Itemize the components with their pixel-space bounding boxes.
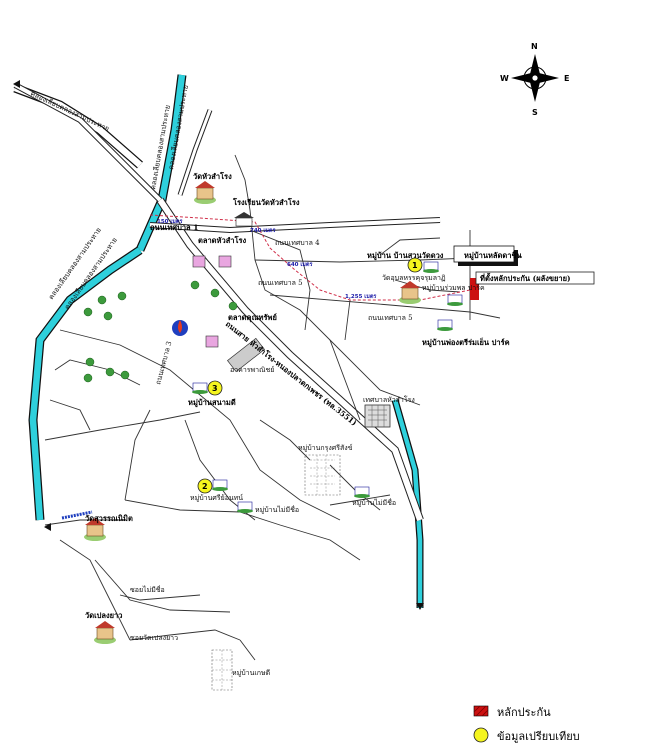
end-arrows <box>13 80 424 610</box>
label-market: ตลาดหัวสำโรง <box>198 235 247 245</box>
temple-icon <box>399 281 421 304</box>
label-wat-sawan: วัดสุวรรณนิมิต <box>85 514 133 523</box>
legend-pillar-label: หลักประกัน <box>497 706 551 719</box>
label-school: โรงเรียนวัดหัวสำโรง <box>232 197 300 207</box>
marker-number: 2 <box>202 482 208 491</box>
tree-icons <box>83 280 238 383</box>
roads-thin <box>44 154 521 661</box>
compass-n: N <box>531 42 538 51</box>
temple-icon <box>94 621 116 644</box>
distance-label: 150 เมตร <box>157 218 182 225</box>
label-road-thesaban3: ถนนเทศบาล 3 <box>154 340 173 385</box>
temple-icon <box>84 518 106 541</box>
distance-label: 640 เมตร <box>287 261 312 268</box>
comparable-marker-2: 2 <box>197 478 213 494</box>
label-village-mai-sue2: หมู่บ้านไม่มีชื่อ <box>352 498 396 507</box>
market-icon <box>192 255 232 348</box>
compass-w: W <box>500 74 509 83</box>
label-road-thesaban4: ถนนเทศบาล 4 <box>275 239 320 247</box>
village-grid-1 <box>304 454 341 496</box>
comparable-marker-1: 1 <box>407 257 423 273</box>
gas-station-icon <box>172 320 188 336</box>
label-temple-ubon: วัดอุบลหรรคุจรุมลาฏิ <box>382 274 446 282</box>
label-road-thesaban1: ถนนเทศบาล 1 <box>150 223 198 232</box>
bridge-marks <box>61 510 93 520</box>
compass-s: S <box>532 108 538 117</box>
label-soi-mai-sue: ซอยไม่มีชื่อ <box>130 585 165 594</box>
pillar-marker <box>470 278 479 300</box>
school-icon <box>234 212 254 227</box>
distance-label: 1,255 เมตร <box>345 293 376 300</box>
temple-icon <box>194 181 216 204</box>
building-hattasin <box>453 245 518 266</box>
legend-comparable: ข้อมูลเปรียบเทียบ <box>473 727 580 743</box>
label-village-sanamdee: หมู่บ้านสนามดี <box>188 398 236 408</box>
marker-number: 3 <box>212 384 218 393</box>
roads-double <box>13 82 441 522</box>
label-pillar-site: ที่ตั้งหลักประกัน (ผลังขยาย) <box>480 272 571 283</box>
canal-left <box>28 246 143 521</box>
label-wat-plong-yao: วัดเปลงยาว <box>85 611 122 620</box>
legend: หลักประกัน ข้อมูลเปรียบเทียบ <box>473 705 580 743</box>
comparable-marker-3: 3 <box>207 380 223 396</box>
building-commercial <box>227 337 265 373</box>
compass-e: E <box>564 74 569 83</box>
label-village-mai-sue: หมู่บ้านไม่มีชื่อ <box>255 505 299 514</box>
canal-label: คลองเลียบคลองสามประหาย <box>29 90 110 134</box>
label-wat-hua-samrong: วัดหัวสำโรง <box>193 171 232 181</box>
label-village-muang: หมู่บ้านพ่องตรีร่มเย็น ปาร์ค <box>422 337 510 348</box>
label-road-thesaban5b: ถนนเทศบาล 5 <box>368 314 413 322</box>
label-soi-wat-plong: ซอยวัดเปลงยาว <box>130 634 178 642</box>
compass-rose: N S W E <box>500 42 569 117</box>
label-market-khlong: ตลาดคุณทรัพย์ <box>228 313 277 322</box>
label-village-kasem: หมู่บ้านเกษดี <box>232 669 270 677</box>
label-village-sriyon: หมู่บ้านศรีย้อนทน์ <box>190 494 243 502</box>
pillar-site-callout: ที่ตั้งหลักประกัน (ผลังขยาย) <box>475 271 595 285</box>
canal-top-left <box>13 83 143 169</box>
marker-number: 1 <box>412 261 418 270</box>
legend-comparable-label: ข้อมูลเปรียบเทียบ <box>497 730 580 743</box>
label-village-rimphon: หมู่บ้านร่วมพล ปาร์ค <box>422 284 485 292</box>
house-icon <box>192 261 463 513</box>
village-grid-2 <box>211 649 233 691</box>
legend-pillar: หลักประกัน <box>473 705 551 719</box>
label-road-thesaban5: ถนนเทศบาล 5 <box>258 279 303 287</box>
distance-label: 740 เมตร <box>250 227 275 234</box>
label-thesaban-office: เทศบาลหัวสำโรง <box>363 395 415 404</box>
label-village-krung: หมู่บ้านกรุงศรีสังข์ <box>298 444 353 452</box>
label-village-hattasin: หมู่บ้านหลัดดาชิน <box>464 251 523 261</box>
building-thesaban <box>364 404 391 428</box>
label-village-ban-suan: หมู่บ้าน บ้านสวนวัดดวง <box>367 251 444 261</box>
label-commercial: อาคารพาณิชย์ <box>230 366 274 374</box>
